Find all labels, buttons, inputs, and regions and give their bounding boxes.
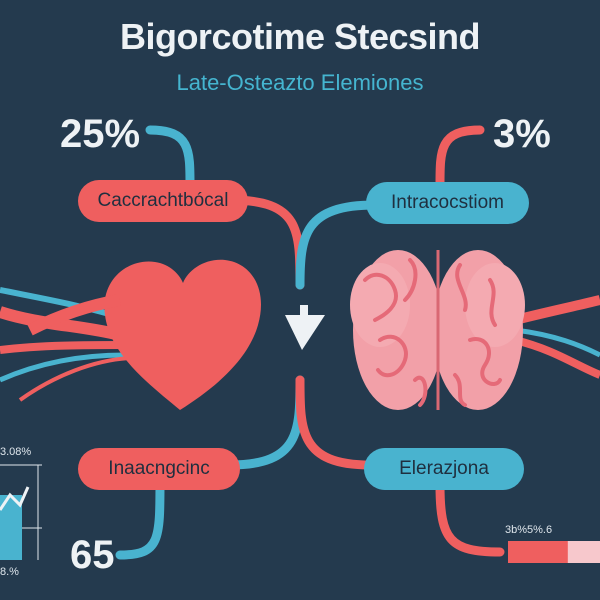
vessel-left-3 [0,341,126,354]
stat-right-small: 3b%5%.6 [505,524,553,536]
stat-left-small-top: 3.08% [0,446,32,458]
brain-icon [350,250,525,410]
mini-bar-fill [508,541,568,563]
connector-top-right-coral [435,125,485,190]
vessel-left-5 [18,356,131,402]
vessel-left-2 [0,306,122,341]
page-subtitle: Late-Osteazto Elemiones [176,70,424,95]
connector-bottom-left-teal [225,375,305,470]
vessel-right-3 [514,336,600,379]
stat-left-small-bottom: 8.% [0,566,19,578]
heart-icon [27,259,262,410]
vessel-right-2 [514,327,600,358]
connector-top-right-teal [295,200,380,290]
label-bottom-right: Elerazjona [364,448,524,490]
connector-bottom-left-bottom [115,475,165,560]
stat-bottom-left: 65 [70,533,115,577]
mini-bar-right [508,541,600,563]
vessel-left-4 [0,352,126,383]
label-top-left: Caccrachtbócal [78,180,248,222]
vessel-right-1 [513,295,600,325]
stat-top-left: 25% [60,112,141,156]
connector-top-left-teal [145,125,195,190]
label-bottom-left: Inaacngcinc [78,448,240,490]
connector-bottom-right-bottom [435,480,505,557]
connector-bottom-right-coral [295,375,375,470]
stat-top-right: 3% [493,112,551,156]
label-top-right: Intracocstiom [366,182,529,224]
page-title: Bigorcotime Stecsind [119,16,481,57]
mini-chart-left [0,464,42,560]
arrow-down-icon [285,305,325,350]
